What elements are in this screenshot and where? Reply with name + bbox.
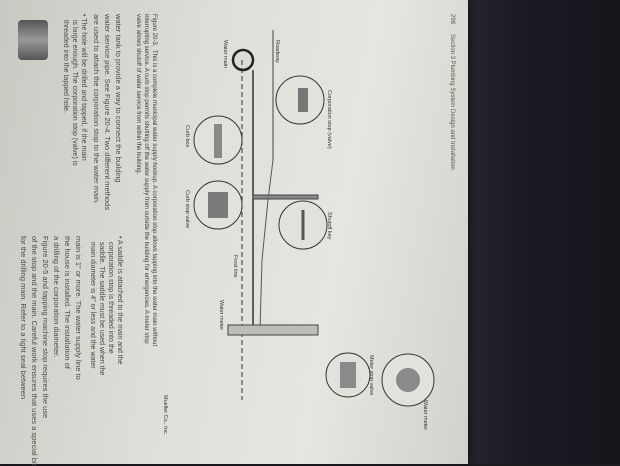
body-right-line: saddle. The saddle must be used when the bbox=[98, 242, 105, 376]
label-water-meter-small: Water meter bbox=[218, 300, 224, 331]
body-right-line: the house is installed. The installation… bbox=[63, 236, 72, 369]
body-right-bullet: • A saddle is attached to the main and t… bbox=[116, 236, 123, 365]
meter-stop-valve-icon bbox=[340, 362, 356, 388]
caption-line: valve allows shutoff of water service fr… bbox=[135, 14, 141, 175]
caption-figure-ref: Figure 20-3. bbox=[151, 14, 157, 47]
label-credit: Mueller Co., Inc. bbox=[162, 395, 168, 436]
body-right-line: main diameter is 4" or less and the wate… bbox=[89, 242, 96, 369]
water-supply-diagram bbox=[193, 30, 435, 407]
body-right-line: A saddle is attached to the main and the bbox=[116, 240, 123, 365]
label-meter-stop-valve: Meter stop valve bbox=[368, 355, 374, 396]
ground-line bbox=[259, 159, 274, 331]
label-corporation-stop: Corporation stop (valve) bbox=[326, 90, 332, 149]
label-water-meter: Water meter bbox=[422, 400, 428, 431]
label-curb-box: Curb box bbox=[184, 125, 190, 148]
body-right-line: Figure 20-5 and tapping machine stop req… bbox=[41, 236, 50, 419]
label-water-main: Water main bbox=[222, 40, 228, 68]
label-frost-line: Frost line bbox=[232, 255, 238, 278]
curb-box-icon bbox=[252, 194, 319, 200]
corporation-stop-valve-icon bbox=[298, 88, 308, 112]
body-left-line: threaded into the tapped hole. bbox=[62, 20, 69, 114]
body-left-line: is large enough. The corporation stop (v… bbox=[71, 20, 78, 166]
body-right-line: of the stop and the main. Careful work e… bbox=[30, 236, 39, 466]
label-curb-stop-valve: Curb stop valve bbox=[184, 190, 190, 229]
body-right-line: main is 1" or more. The water supply lin… bbox=[74, 236, 83, 380]
pipe-fitting-image bbox=[18, 20, 48, 60]
water-main-icon bbox=[231, 48, 255, 72]
rotated-page-content: 298 Section 3 Plumbing System Design and… bbox=[18, 14, 455, 466]
label-roadway: Roadway bbox=[274, 40, 280, 63]
body-left-line: water tank to provide a way to connect t… bbox=[114, 14, 123, 183]
caption-line: interrupting service. A curb stop permit… bbox=[143, 14, 149, 344]
body-left-bullet: • The hole will be drilled and tapped, i… bbox=[80, 14, 87, 161]
book-page: 298 Section 3 Plumbing System Design and… bbox=[0, 0, 468, 466]
caption-line: This is a complete municipal water suppl… bbox=[151, 50, 157, 347]
body-left-line: are used to attach the corporation stop … bbox=[92, 14, 101, 205]
body-right-line: corporation stop is threaded into the bbox=[107, 242, 114, 354]
foundation-wall bbox=[227, 324, 319, 336]
body-right-line: for the drilling main. Refer to a tight … bbox=[19, 236, 28, 400]
curb-stop-valve-icon bbox=[208, 192, 228, 218]
curb-box-part-icon bbox=[214, 124, 222, 158]
body-left-line: water service pipe. See Figure 20-4. Two… bbox=[103, 14, 112, 211]
label-shutoff-key: Shutoff key bbox=[326, 212, 332, 240]
body-left-line: The hole will be drilled and tapped, if … bbox=[80, 18, 87, 161]
water-meter-icon bbox=[396, 368, 420, 392]
body-right-line: a drilling of the corporation diameter. bbox=[52, 236, 61, 358]
